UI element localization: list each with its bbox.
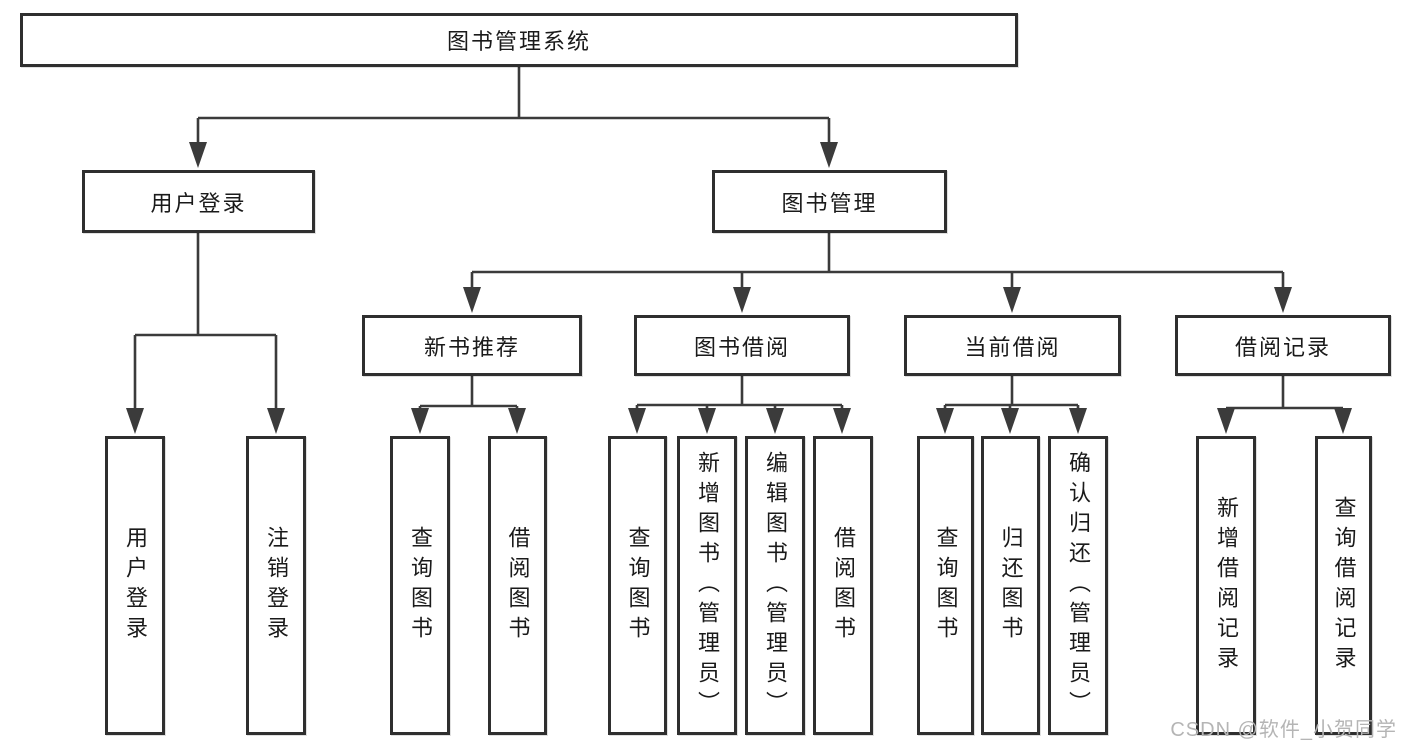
connector-root <box>196 67 831 146</box>
node-root: 图书管理系统 <box>20 13 1018 67</box>
leaf-query-books-recommend: 查询图书 <box>390 436 450 735</box>
leaf-borrow-books-recommend: 借阅图书 <box>488 436 547 735</box>
watermark: CSDN @软件_小贺同学 <box>1170 719 1397 741</box>
node-user-login: 用户登录 <box>82 170 315 233</box>
node-book-management: 图书管理 <box>712 170 947 233</box>
node-new-book-recommend: 新书推荐 <box>362 315 582 376</box>
leaf-query-borrow-record: 查询借阅记录 <box>1315 436 1372 735</box>
leaf-confirm-return-admin: 确认归还（管理员） <box>1048 436 1108 735</box>
connector-new-book-recommend <box>418 376 519 414</box>
connector-borrow-records <box>1224 376 1345 414</box>
node-borrow-records: 借阅记录 <box>1175 315 1391 376</box>
leaf-borrow-books: 借阅图书 <box>813 436 873 735</box>
leaf-logout: 注销登录 <box>246 436 306 735</box>
leaf-add-book-admin: 新增图书（管理员） <box>677 436 737 735</box>
leaf-user-login: 用户登录 <box>105 436 165 735</box>
node-book-borrow: 图书借阅 <box>634 315 850 376</box>
node-current-borrow: 当前借阅 <box>904 315 1121 376</box>
connector-book-management <box>470 233 1285 291</box>
leaf-return-books: 归还图书 <box>981 436 1040 735</box>
arrowheads <box>126 142 1352 434</box>
connector-user-login <box>133 233 278 412</box>
leaf-query-books-current: 查询图书 <box>917 436 974 735</box>
leaf-edit-book-admin: 编辑图书（管理员） <box>745 436 805 735</box>
leaf-query-books-borrow: 查询图书 <box>608 436 667 735</box>
connector-book-borrow <box>635 376 844 414</box>
leaf-add-borrow-record: 新增借阅记录 <box>1196 436 1256 735</box>
